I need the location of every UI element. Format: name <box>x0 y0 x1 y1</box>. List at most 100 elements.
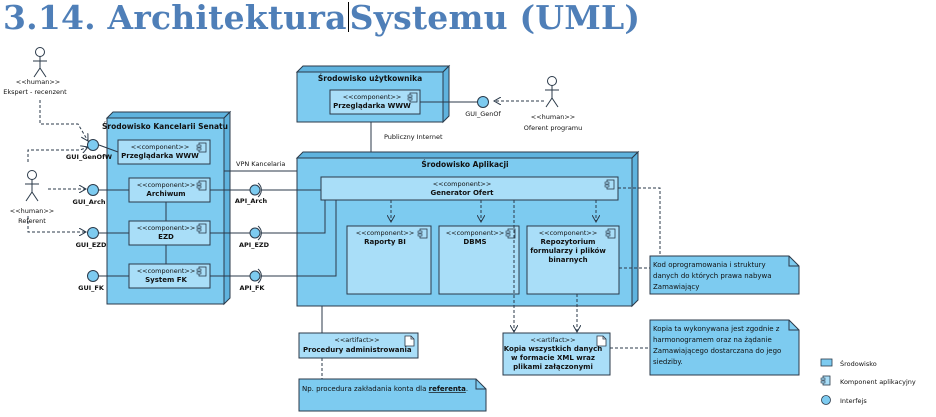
interface-icon <box>249 270 261 282</box>
component-stereotype: <<component>> <box>446 229 505 237</box>
note-text: Np. procedura zakładania konta dla refer… <box>302 385 468 393</box>
interface-label: API_EZD <box>239 241 270 249</box>
artifact-document-icon <box>596 335 607 347</box>
note-line: danych do których prawa nabywa <box>653 272 772 280</box>
interface-api-arch[interactable]: API_Arch <box>235 182 268 205</box>
actor-oferent-programu[interactable]: <<human>> Oferent programu <box>524 76 583 133</box>
interface-gui-genofw[interactable]: GUI_GenOfW <box>66 139 112 162</box>
artifact-kopia-danych[interactable]: <<artifact>> Kopia wszystkich danych w f… <box>502 332 611 376</box>
interface-gui-genof-user[interactable]: GUI_GenOf <box>465 96 501 119</box>
component-icon <box>196 142 207 153</box>
required-socket-icon <box>257 182 262 198</box>
interface-icon <box>87 139 99 151</box>
legend-label: Komponent aplikacyjny <box>840 378 916 386</box>
interface-icon <box>477 96 489 108</box>
title-part-2: Systemu (UML) <box>349 0 641 37</box>
note-kod-oprogramowania: Kod oprogramowania i struktury danych do… <box>649 255 800 295</box>
node-legend-icon <box>820 358 833 367</box>
artifact-stereotype: <<artifact>> <box>334 336 379 344</box>
legend-item-interfejs: Interfejs <box>821 395 867 405</box>
legend-item-komponent: Komponent aplikacyjny <box>820 375 916 386</box>
component-icon <box>417 228 428 239</box>
component-legend-icon <box>820 375 831 386</box>
component-stereotype: <<component>> <box>343 93 402 101</box>
actor-ekspert-recenzent[interactable]: <<human>> Ekspert - recenzent <box>3 47 67 97</box>
actor-name: Oferent programu <box>524 124 583 132</box>
component-icon <box>196 180 207 191</box>
component-archiwum[interactable]: <<component>> Archiwum <box>128 177 211 203</box>
note-procedura-przyklad: Np. procedura zakładania konta dla refer… <box>298 378 487 412</box>
interface-legend-icon <box>821 395 831 405</box>
component-przegladarka-senat[interactable]: <<component>> Przeglądarka WWW <box>117 139 211 165</box>
legend-label: Środowisko <box>840 359 877 368</box>
component-stereotype: <<component>> <box>433 180 492 188</box>
interface-gui-arch[interactable]: GUI_Arch <box>73 184 106 207</box>
component-name-line: Repozytorium <box>541 238 596 246</box>
legend-label: Interfejs <box>840 397 867 405</box>
component-name: Generator Ofert <box>431 189 495 197</box>
artifact-name: Procedury administrowania <box>303 346 412 354</box>
interface-icon <box>249 227 261 239</box>
page-title: 3.14. ArchitekturaSystemu (UML) <box>3 0 640 37</box>
artifact-procedury-administrowania[interactable]: <<artifact>> Procedury administrowania <box>298 332 419 359</box>
component-name: Przeglądarka WWW <box>333 102 411 110</box>
interface-label: GUI_EZD <box>76 241 107 249</box>
interface-label: API_Arch <box>235 197 268 205</box>
component-przegladarka-uzytkownika[interactable]: <<component>> Przeglądarka WWW <box>329 89 421 115</box>
artifact-document-icon <box>404 335 415 347</box>
note-link-referent[interactable]: referenta <box>429 385 467 393</box>
note-line: siedziby. <box>653 358 683 366</box>
component-raporty-bi[interactable]: <<component>> Raporty BI <box>346 225 432 295</box>
component-icon <box>605 228 616 239</box>
component-generator-ofert[interactable]: <<component>> Generator Ofert <box>320 176 619 201</box>
interface-label: GUI_Arch <box>73 198 106 206</box>
component-name: System FK <box>145 276 187 284</box>
component-system-fk[interactable]: <<component>> System FK <box>128 263 211 289</box>
actor-name: Referent <box>18 217 46 225</box>
component-name-line: formularzy i plików <box>530 247 606 255</box>
component-icon <box>196 223 207 234</box>
actor-name: Ekspert - recenzent <box>3 88 67 96</box>
node-title: Środowisko Kancelarii Senatu <box>102 122 228 131</box>
artifact-stereotype: <<artifact>> <box>530 336 575 344</box>
artifact-name-line: plikami załączonymi <box>513 363 593 371</box>
note-text-suffix: . <box>466 385 468 393</box>
component-ezd[interactable]: <<component>> EZD <box>128 220 211 246</box>
artifact-name-line: Kopia wszystkich danych <box>504 345 603 353</box>
interface-icon <box>87 184 99 196</box>
component-name: Przeglądarka WWW <box>121 152 199 160</box>
note-line: harmonogramem oraz na żądanie <box>653 336 772 344</box>
note-line: Zamawiającego dostarczana do jego <box>653 347 781 355</box>
stick-figure-icon <box>33 47 47 78</box>
component-name: Raporty BI <box>364 238 406 246</box>
actor-stereotype: <<human>> <box>10 207 54 215</box>
legend-item-srodowisko: Środowisko <box>820 358 877 368</box>
stick-figure-icon <box>545 76 559 108</box>
interface-icon <box>87 270 99 282</box>
interface-label: GUI_GenOfW <box>66 153 112 161</box>
interface-api-fk[interactable]: API_FK <box>240 268 266 292</box>
component-repozytorium[interactable]: <<component>> Repozytorium formularzy i … <box>526 225 620 295</box>
component-name: EZD <box>158 233 174 241</box>
actor-referent[interactable]: <<human>> Referent <box>10 170 54 226</box>
interface-gui-ezd[interactable]: GUI_EZD <box>76 227 107 250</box>
component-stereotype: <<component>> <box>137 181 196 189</box>
interface-gui-fk[interactable]: GUI_FK <box>78 270 105 293</box>
interface-label: API_FK <box>240 284 266 292</box>
text-cursor <box>347 2 349 32</box>
interface-label: GUI_GenOf <box>465 110 501 118</box>
note-line: Kod oprogramowania i struktury <box>653 261 766 269</box>
legend: Środowisko Komponent aplikacyjny Interfe… <box>820 358 916 405</box>
node-title: Środowisko użytkownika <box>318 74 422 83</box>
connection-label-vpn: VPN Kancelaria <box>236 160 285 168</box>
component-icon <box>505 228 516 239</box>
required-socket-icon <box>257 225 262 241</box>
interface-icon <box>87 227 99 239</box>
component-stereotype: <<component>> <box>137 267 196 275</box>
connections <box>98 101 478 333</box>
component-name: Archiwum <box>146 190 185 198</box>
note-line: Zamawiający <box>653 283 699 291</box>
interface-api-ezd[interactable]: API_EZD <box>239 225 270 249</box>
component-name: DBMS <box>463 238 486 246</box>
component-dbms[interactable]: <<component>> DBMS <box>438 225 520 295</box>
